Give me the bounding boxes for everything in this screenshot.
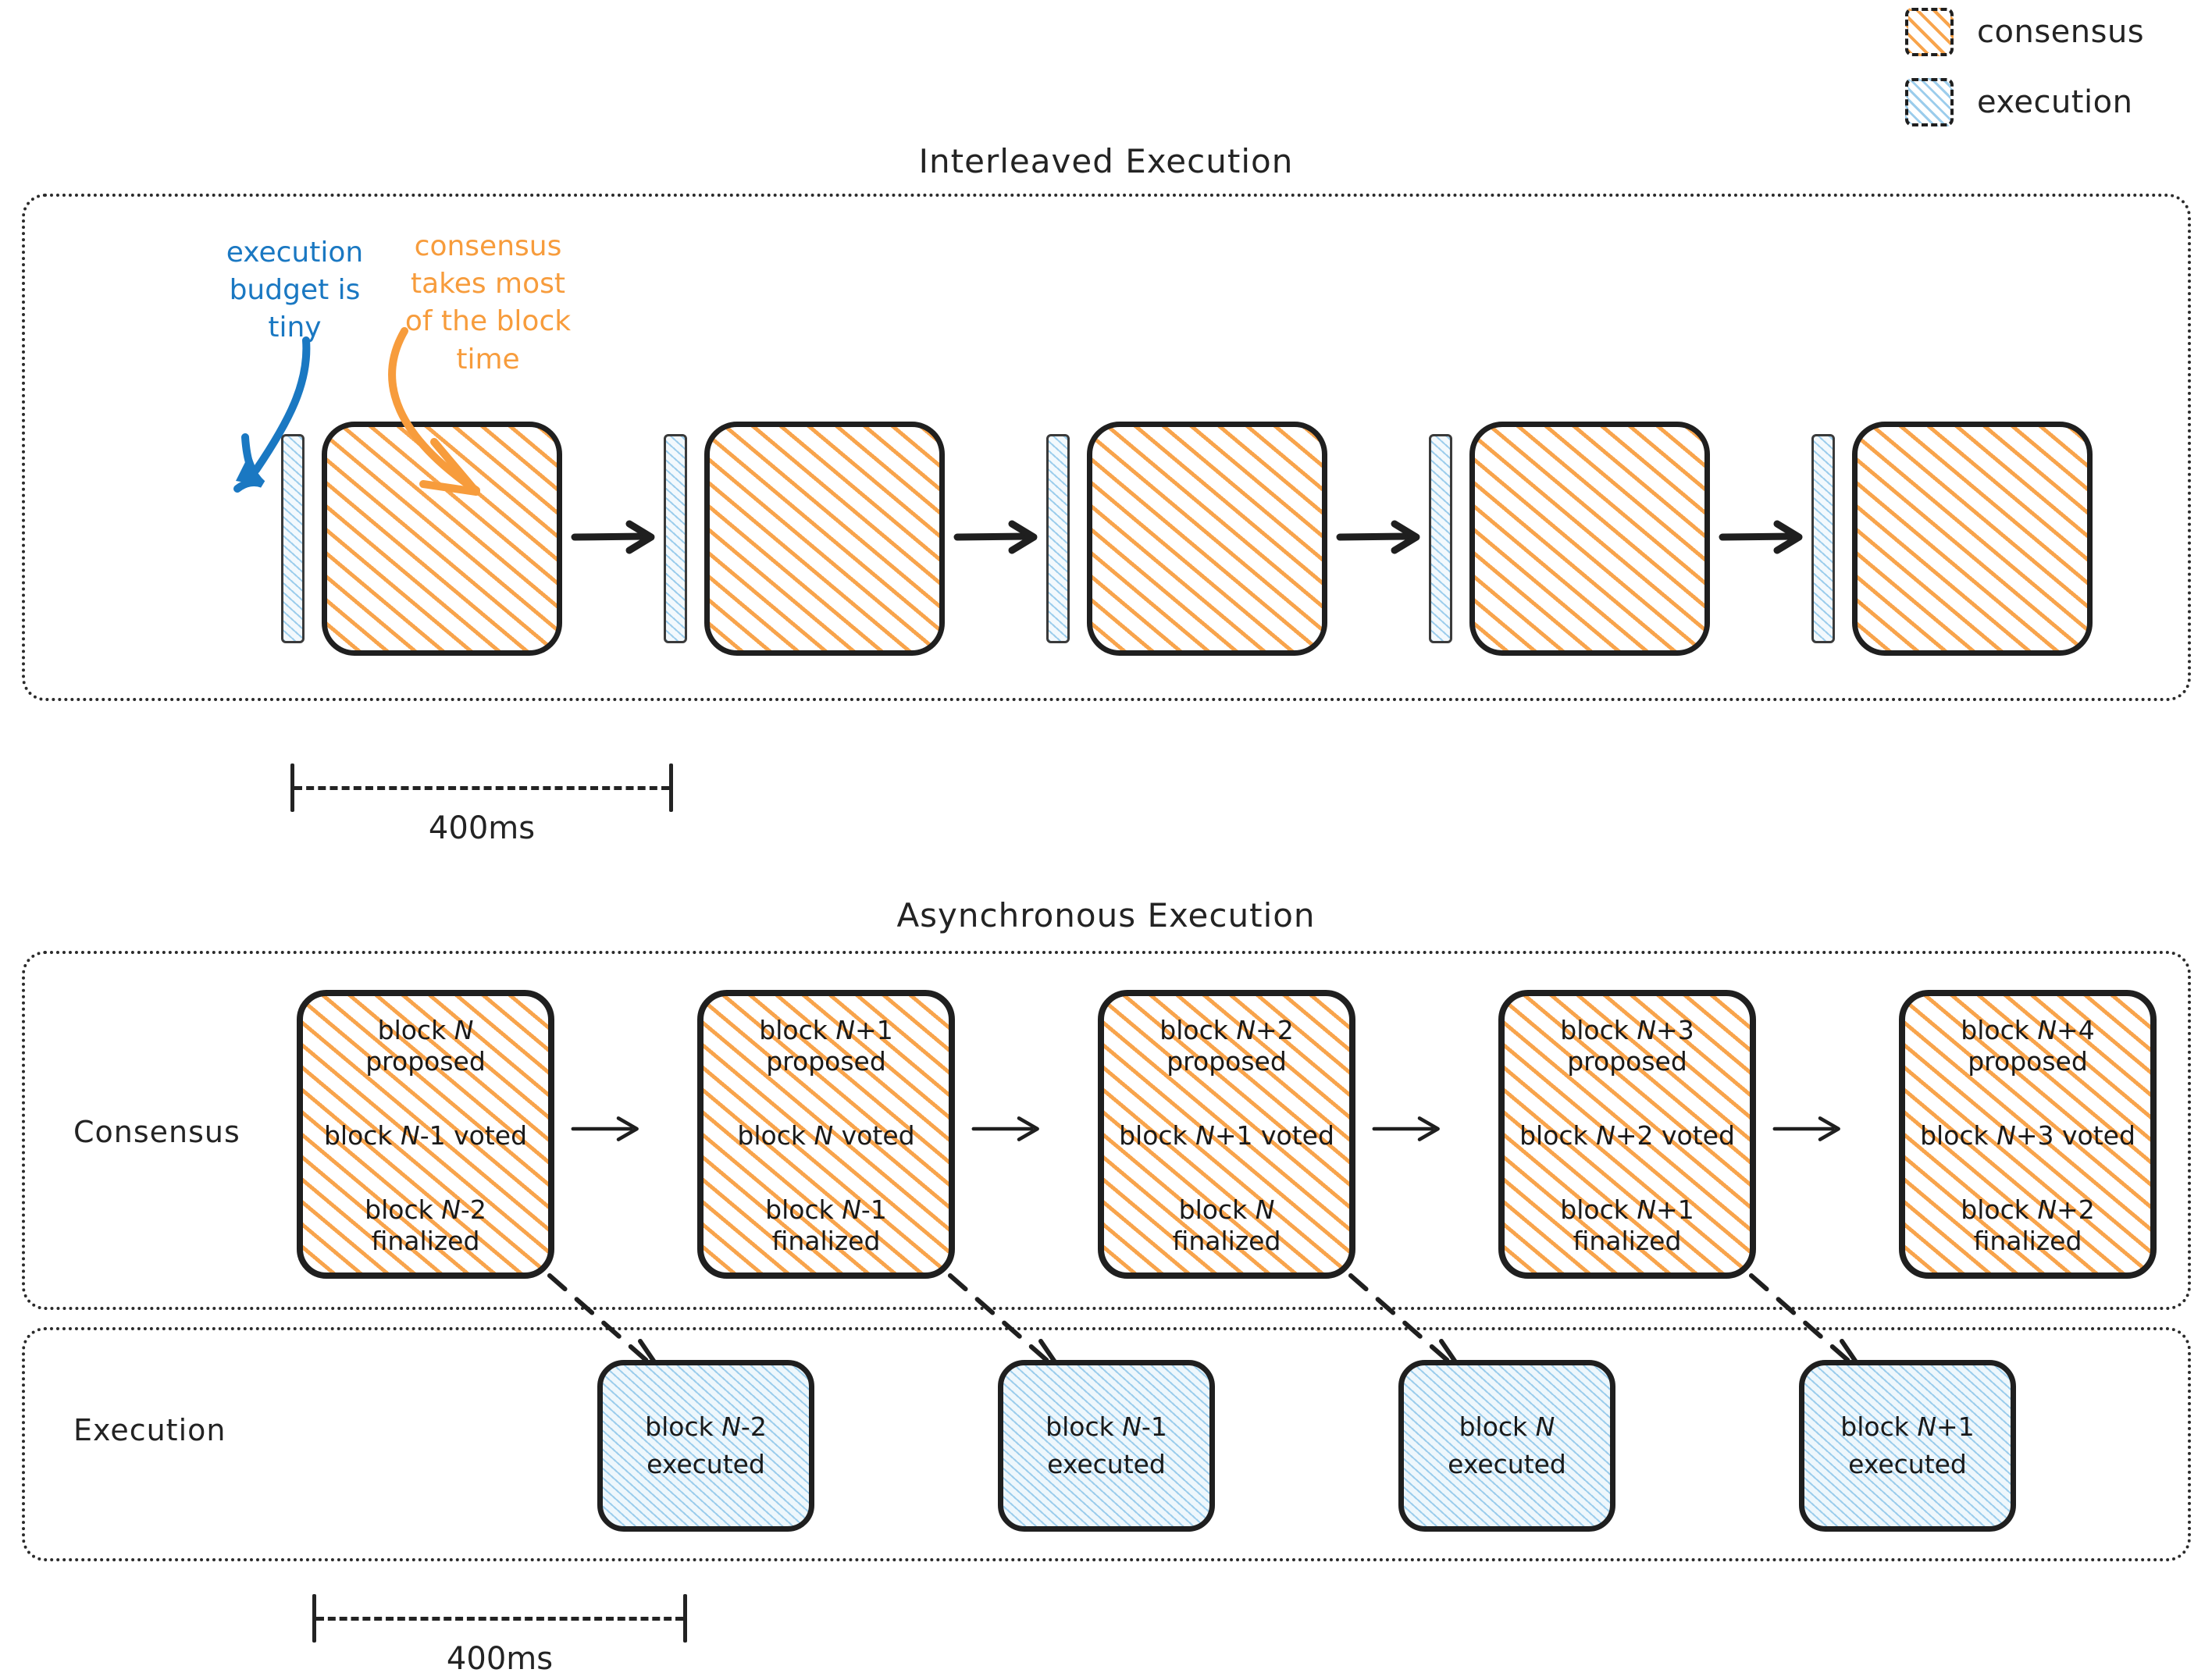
consensus-chain-arrow-icon [1772,1116,1840,1141]
consensus-block [704,422,945,656]
interleaved-slot-row [281,422,2171,656]
execution-lane-label: Execution [73,1413,226,1447]
legend-label-execution: execution [1977,84,2133,120]
consensus-voted-line: block N+1 voted [1119,1119,1334,1151]
measure-label: 400ms [428,810,536,846]
consensus-chain-arrow-icon [971,1116,1039,1141]
legend-item-consensus: consensus [1905,8,2202,56]
consensus-annotation-arrow-icon [388,327,480,496]
measure-dashed-line [294,786,669,790]
async-section-title: Asynchronous Execution [896,896,1316,934]
execution-annotation-arrow-icon [233,336,311,493]
execution-budget-annotation: execution budget is tiny [226,237,364,344]
consensus-block [1852,422,2093,656]
measure-cap-left [312,1594,316,1643]
legend: consensus execution [1905,8,2202,148]
measure-label: 400ms [446,1641,554,1677]
block-time-measure-top: 400ms [290,763,673,849]
chain-arrow-icon [953,520,1038,554]
measure-cap-left [290,763,294,812]
consensus-voted-line: block N voted [737,1119,915,1151]
execution-lane-container [22,1327,2191,1561]
consensus-block [1469,422,1710,656]
execution-sliver [1429,434,1452,643]
consensus-block [1087,422,1327,656]
consensus-blocktime-annotation: consensus takes most of the block time [404,230,572,376]
consensus-swatch-icon [1905,8,1954,56]
consensus-voted-line: block N+2 voted [1519,1119,1735,1151]
measure-dashed-line [316,1617,683,1621]
chain-arrow-icon [1719,520,1803,554]
consensus-chain-arrow-icon [1372,1116,1440,1141]
consensus-lane-container [22,951,2191,1310]
consensus-voted-line: block N+3 voted [1920,1119,2135,1151]
consensus-voted-line: block N-1 voted [323,1119,528,1151]
legend-label-consensus: consensus [1977,14,2145,50]
execution-sliver [1811,434,1835,643]
interleaved-container [22,194,2191,701]
legend-item-execution: execution [1905,78,2202,126]
measure-cap-right [669,763,673,812]
execution-sliver [281,434,305,643]
interleaved-section-title: Interleaved Execution [918,142,1294,180]
consensus-lane-label: Consensus [73,1115,240,1149]
execution-sliver [1046,434,1070,643]
block-time-measure-bottom: 400ms [312,1594,687,1680]
execution-sliver [664,434,687,643]
measure-cap-right [683,1594,687,1643]
chain-arrow-icon [571,520,655,554]
consensus-chain-arrow-icon [571,1116,639,1141]
chain-arrow-icon [1336,520,1420,554]
execution-swatch-icon [1905,78,1954,126]
